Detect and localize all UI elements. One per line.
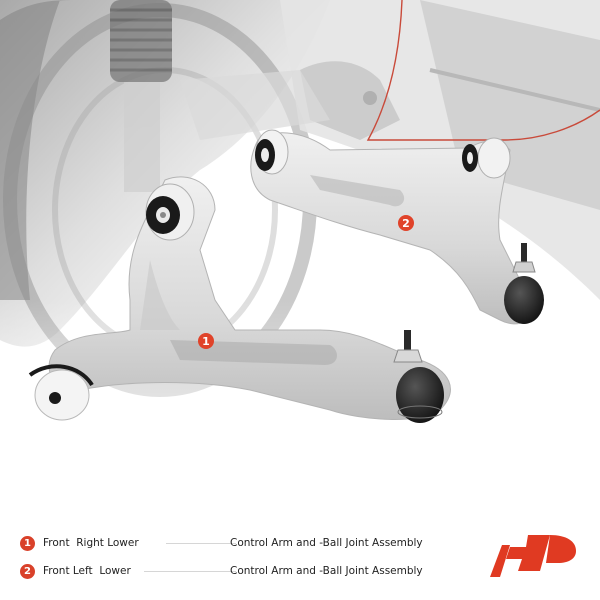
product-image: 1 2	[0, 0, 600, 510]
legend-number-badge: 1	[20, 535, 35, 551]
shock-absorber	[110, 0, 172, 192]
legend-row-2: 2 Front Left Lower Control Arm and -Ball…	[20, 563, 440, 579]
legend-number-badge: 2	[20, 563, 35, 579]
a-premium-logo-icon	[490, 535, 576, 577]
callout-badge-1: 1	[198, 333, 214, 349]
suspension-illustration	[0, 0, 600, 510]
control-arm-2	[250, 129, 544, 325]
legend-position-label: Front Left Lower	[43, 565, 131, 577]
control-arm-1	[28, 176, 451, 423]
legend-description: Control Arm and -Ball Joint Assembly	[230, 537, 423, 549]
legend-position-label: Front Right Lower	[43, 537, 139, 549]
legend-divider	[166, 543, 236, 544]
legend-description: Control Arm and -Ball Joint Assembly	[230, 565, 423, 577]
parts-legend: 1 Front Right Lower Control Arm and -Bal…	[20, 535, 460, 591]
legend-divider	[144, 571, 236, 572]
callout-badge-2: 2	[398, 215, 414, 231]
accent-line	[366, 0, 600, 141]
legend-row-1: 1 Front Right Lower Control Arm and -Bal…	[20, 535, 440, 551]
